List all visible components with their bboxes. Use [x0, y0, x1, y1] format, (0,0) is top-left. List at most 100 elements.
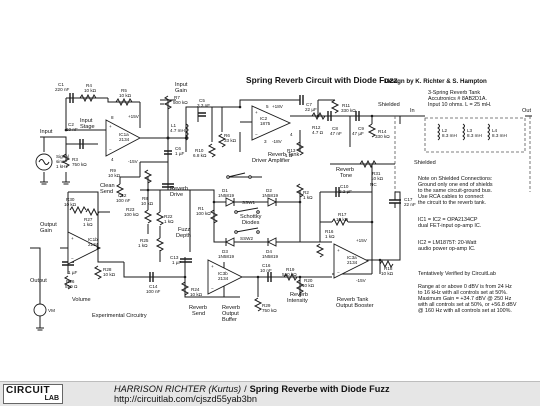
svg-text:R31: R31	[372, 171, 381, 176]
signal-generator: Signal sine 1 kHz	[35, 153, 70, 185]
output-buffer-label-1: Reverb	[222, 305, 240, 311]
svg-text:R18: R18	[384, 266, 393, 271]
opamp-ic1a: + − IC1a 2134 +15V -15V 8 4	[105, 114, 141, 164]
svg-text:5: 5	[266, 104, 269, 109]
svg-text:IC1b: IC1b	[88, 237, 98, 242]
svg-text:D4: D4	[266, 249, 272, 254]
svg-text:C1: C1	[58, 82, 64, 87]
svg-text:100 kΩ: 100 kΩ	[124, 212, 139, 217]
potentiometer-r9: R9 10 kΩ	[108, 168, 125, 198]
svg-text:330 kΩ: 330 kΩ	[375, 134, 390, 139]
svg-text:1 µF: 1 µF	[175, 151, 184, 156]
svg-text:−: −	[109, 147, 112, 152]
svg-text:10 kΩ: 10 kΩ	[190, 292, 203, 297]
svg-text:C10: C10	[340, 184, 349, 189]
shield-note-2: Ground only one end of shields	[418, 182, 493, 188]
driver-amp-label-1: Reverb Tank	[268, 152, 300, 158]
resistor-r4: R4 10 kΩ	[79, 83, 97, 103]
resistor-r17: R17 10 kΩ	[320, 212, 372, 227]
svg-text:+: +	[71, 236, 74, 241]
svg-text:10 nF: 10 nF	[66, 127, 78, 132]
svg-text:8.3 mH: 8.3 mH	[492, 133, 507, 138]
svg-text:2134: 2134	[119, 137, 130, 142]
svg-text:4.7 mH: 4.7 mH	[170, 128, 185, 133]
resistor-r22: R22 1 kΩ	[155, 190, 174, 226]
project-name: Spring Reverbe with Diode Fuzz	[249, 384, 390, 394]
svg-text:510 kΩ: 510 kΩ	[282, 272, 297, 277]
svg-text:1 kΩ: 1 kΩ	[164, 219, 174, 224]
svg-text:VM: VM	[48, 308, 55, 313]
tank-in-label: In	[410, 108, 415, 114]
reverb-send-label-2: Send	[192, 311, 205, 317]
opamp-ic1b: + − IC1b 2134	[67, 231, 102, 265]
svg-text:R2: R2	[303, 190, 309, 195]
svg-text:NC: NC	[370, 182, 377, 187]
svg-text:100 nF: 100 nF	[116, 198, 130, 203]
capacitor-c6: C6 1 µF	[164, 146, 184, 156]
svg-text:C5: C5	[199, 98, 205, 103]
input-label: Input	[40, 129, 53, 135]
shield-note-4: Use RCA cables to connect	[418, 194, 484, 200]
circuitlab-logo[interactable]: CIRCUIT LAB	[3, 384, 63, 404]
svg-text:R16: R16	[325, 229, 334, 234]
resistor-r19: R19 510 kΩ	[282, 267, 298, 282]
svg-text:L2: L2	[442, 128, 448, 133]
output-label: Output	[30, 278, 47, 284]
svg-text:22 nF: 22 nF	[404, 202, 416, 207]
output-buffer-label-2: Output	[222, 311, 239, 317]
svg-text:−: −	[71, 256, 74, 261]
svg-text:2134: 2134	[88, 242, 99, 247]
junction-dots	[64, 105, 382, 279]
reverb-drive-label-1: Reverb	[170, 186, 188, 192]
svg-text:3.3 nF: 3.3 nF	[197, 103, 210, 108]
capacitor-c12: C12 100 nF	[116, 183, 174, 203]
svg-text:R20: R20	[304, 278, 313, 283]
svg-text:R13: R13	[287, 148, 296, 153]
resistor-r3: R3 750 kΩ	[61, 153, 87, 168]
svg-text:220 nF: 220 nF	[55, 87, 69, 92]
schottky-label-2: Diodes	[242, 220, 260, 226]
svg-text:1N5819: 1N5819	[218, 254, 235, 259]
svg-text:-15V: -15V	[128, 159, 139, 164]
ic2-note-2: audio power op-amp IC.	[418, 246, 476, 252]
svg-text:10 kΩ: 10 kΩ	[64, 202, 77, 207]
input-gain-label-1: Input	[175, 82, 188, 88]
shield-note-3: to the same circuit-ground bus.	[418, 188, 492, 194]
svg-text:2134: 2134	[218, 276, 229, 281]
svg-text:C7: C7	[306, 102, 312, 107]
capacitor-c1: C1 220 nF	[55, 82, 74, 103]
project-url[interactable]: http://circuitlab.com/cjszd55yab3bn	[114, 394, 257, 404]
clean-send-label-2: Send	[100, 189, 113, 195]
capacitor-c10: C10 2.2 µF	[335, 184, 352, 197]
svg-text:1N5819: 1N5819	[262, 193, 279, 198]
range-note-4: with all controls set at 50%, or +56.8 d…	[417, 302, 517, 308]
svg-text:10 kΩ: 10 kΩ	[108, 173, 121, 178]
svg-text:C12: C12	[118, 193, 127, 198]
range-note-5: @ 160 Hz with all controls set at 100%.	[418, 308, 512, 314]
svg-text:R8: R8	[142, 196, 148, 201]
schottky-diode-d2: D2 1N5819	[262, 188, 279, 207]
svg-text:10 kΩ: 10 kΩ	[336, 217, 349, 222]
schottky-diode-d3: D3 1N5819	[218, 237, 235, 259]
switch-ssw2: SSW2	[234, 227, 260, 241]
potentiometer-r7: R7 500 kΩ	[160, 95, 188, 110]
driver-amp-wiring	[185, 99, 401, 152]
svg-text:R12: R12	[312, 125, 321, 130]
svg-text:10 kΩ: 10 kΩ	[84, 88, 97, 93]
svg-text:C8: C8	[332, 126, 338, 131]
schematic-title: Spring Reverb Circuit with Diode Fuzz	[246, 75, 398, 85]
svg-text:510 Ω: 510 Ω	[65, 284, 78, 289]
credit-separator: /	[244, 384, 247, 394]
reverb-tone-label-1: Reverb	[336, 167, 354, 173]
resistor-r25: R25 1 kΩ	[138, 226, 165, 262]
resistor-r18: R18 10 kΩ	[379, 259, 394, 276]
svg-text:47 µF: 47 µF	[352, 131, 364, 136]
switch-main	[226, 172, 252, 179]
shield-note-5: the circuit to the reverb tank.	[418, 200, 486, 206]
svg-text:R28: R28	[103, 267, 112, 272]
reverb-intensity-label-2: Intensity	[287, 298, 308, 304]
input-stage-label-1: Input	[80, 118, 93, 124]
ic1-note-1: IC1 = IC2 = OPA2134CP	[418, 217, 478, 223]
switch-ssw1: SSW1	[234, 200, 260, 214]
